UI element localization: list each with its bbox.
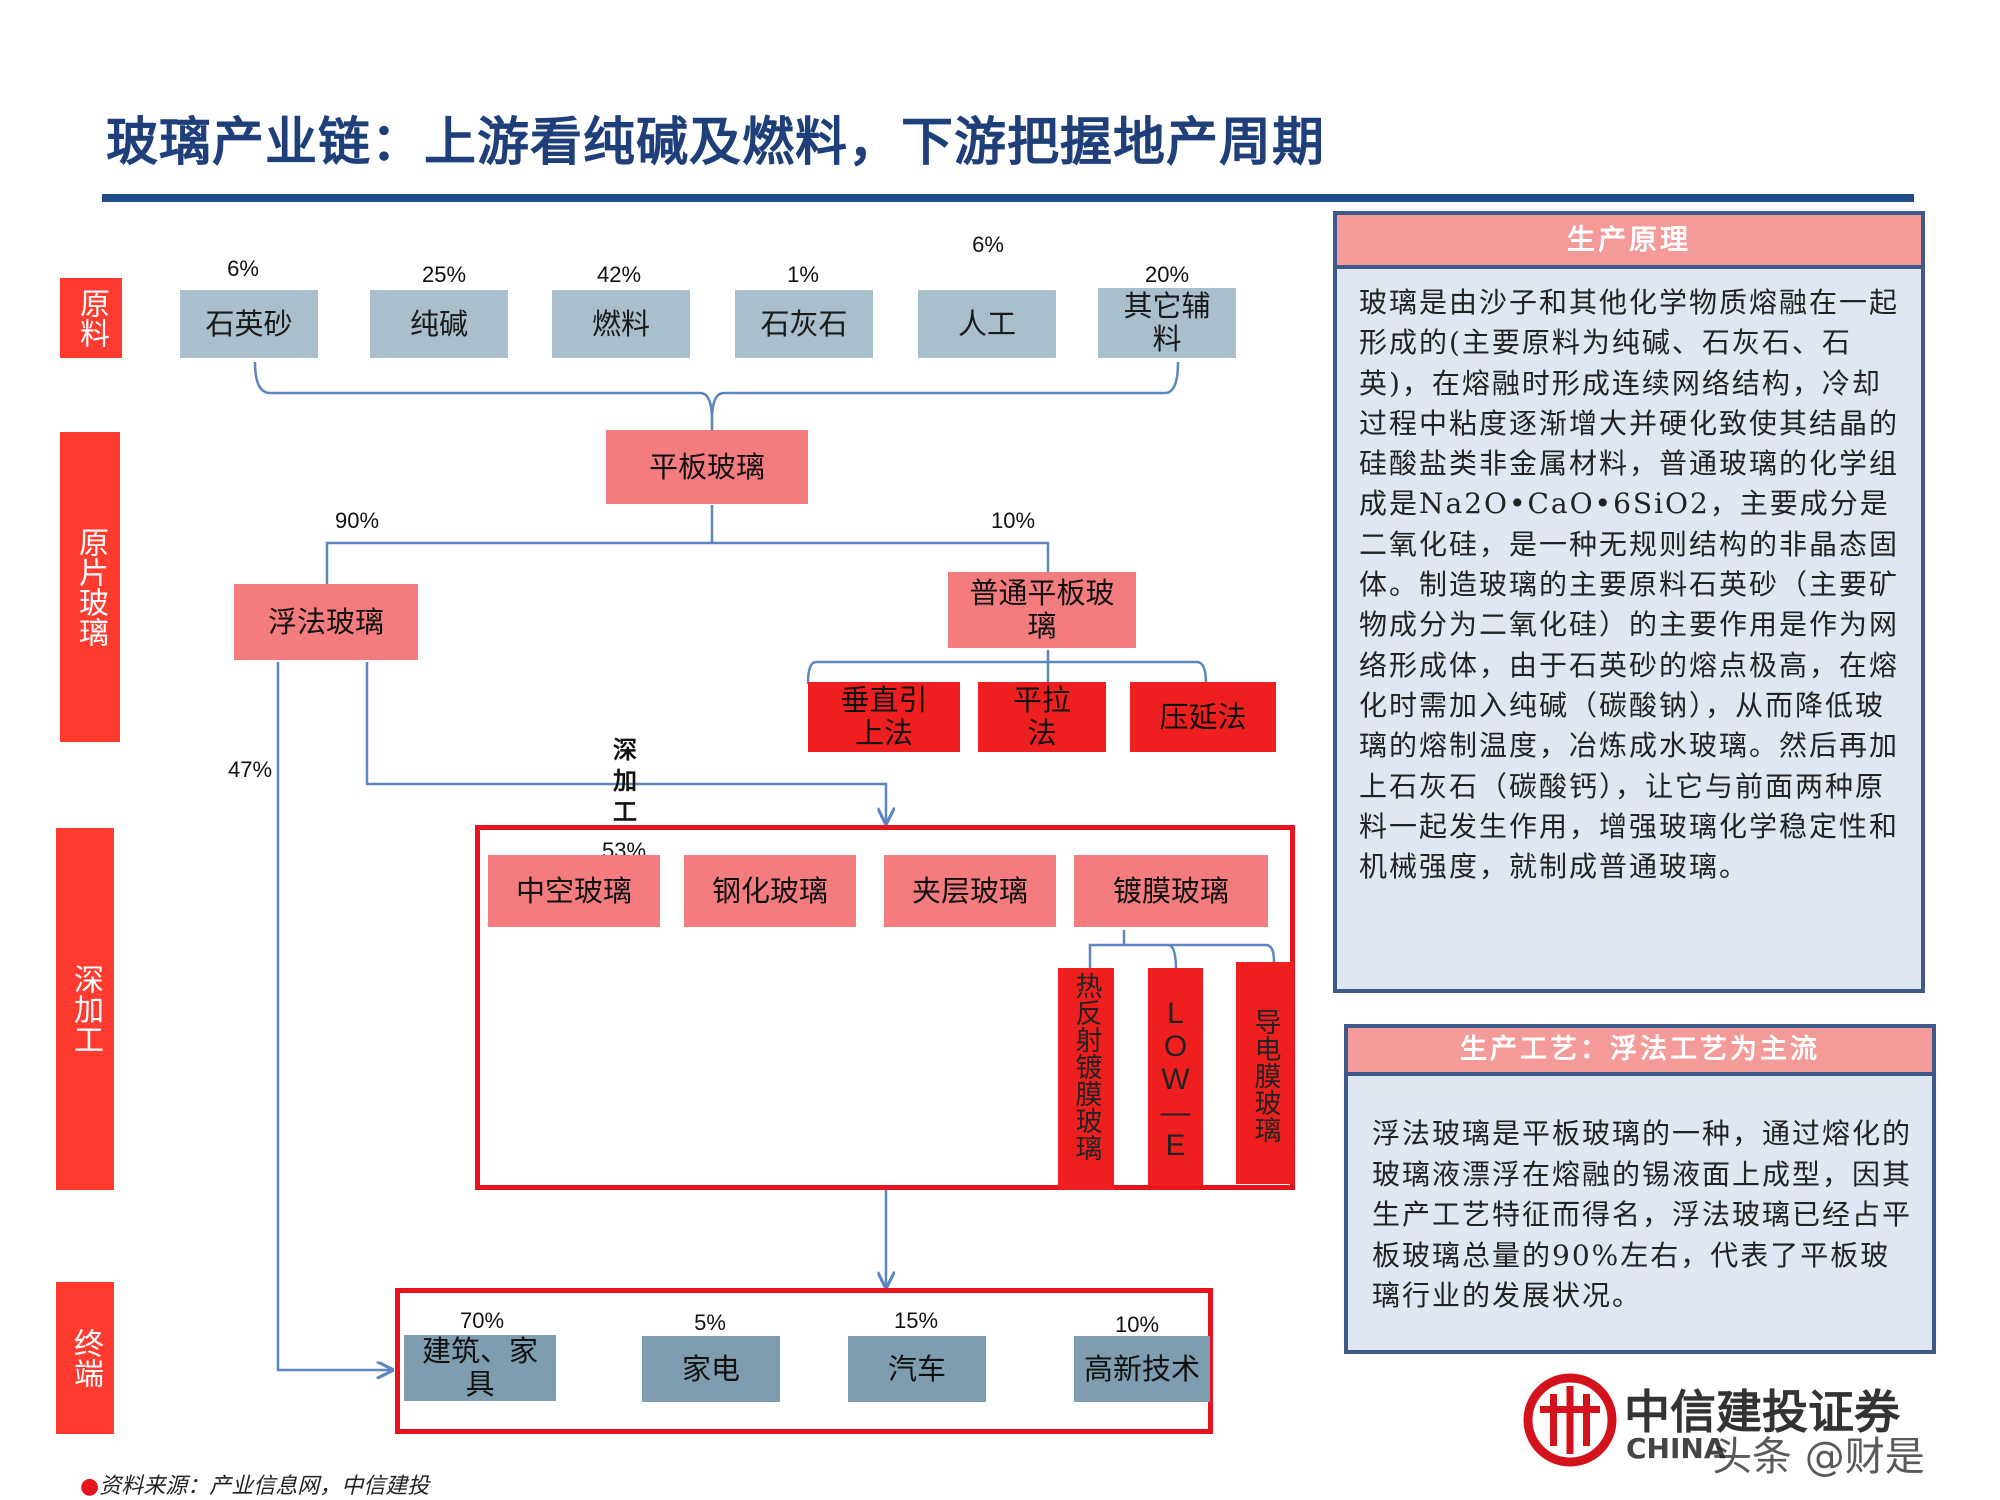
end-use-box: 汽车 (848, 1336, 986, 1402)
process-panel: 生产工艺：浮法工艺为主流 浮法玻璃是平板玻璃的一种，通过熔化的玻璃液漂浮在熔融的… (1344, 1024, 1936, 1354)
ordinary-glass-pct: 10% (990, 508, 1036, 533)
principle-panel-text: 玻璃是由沙子和其他化学物质熔融在一起形成的(主要原料为纯碱、石灰石、石英)，在熔… (1359, 286, 1900, 884)
raw-material-brace (253, 361, 1180, 421)
raw-material-box: 石英砂 (180, 290, 318, 358)
ordinary-flat-glass-box: 普通平板玻璃 (948, 572, 1136, 648)
coated-type-box: LOW—E (1148, 968, 1203, 1186)
raw-material-box: 石灰石 (735, 290, 873, 358)
float-glass-box: 浮法玻璃 (234, 584, 418, 660)
raw-material-box: 其它辅料 (1098, 288, 1236, 358)
end-use-box: 家电 (642, 1336, 780, 1402)
end-use-pct: 5% (694, 1310, 726, 1335)
bullet-icon: ● (80, 1474, 100, 1499)
end-use-box: 高新技术 (1074, 1336, 1210, 1402)
flat-glass-box: 平板玻璃 (606, 430, 808, 504)
coated-type-box: 热反射镀膜玻璃 (1058, 968, 1114, 1190)
watermark: 头条 @财是 (1712, 1434, 1925, 1480)
raw-pct: 6% (227, 256, 259, 281)
stage-end-use: 终端 (56, 1282, 114, 1434)
float-to-deep-line (365, 662, 886, 823)
title-divider (102, 194, 1914, 202)
brand-name-en: CHINA (1626, 1432, 1726, 1465)
raw-pct: 1% (787, 262, 819, 287)
stage-deep-processing: 深加工 (56, 828, 114, 1190)
deep-product-box: 夹层玻璃 (884, 855, 1056, 927)
source-text: 资料来源：产业信息网，中信建投 (99, 1474, 430, 1499)
citic-logo-icon (1523, 1373, 1617, 1467)
coated-type-box: 导电膜玻璃 (1236, 962, 1294, 1184)
source-note: ●资料来源：产业信息网，中信建投 (80, 1468, 429, 1500)
stage-raw-materials: 原料 (60, 278, 122, 358)
process-panel-text: 浮法玻璃是平板玻璃的一种，通过熔化的玻璃液漂浮在熔融的锡液面上成型，因其生产工艺… (1372, 1117, 1913, 1312)
raw-pct: 6% (972, 232, 1004, 257)
principle-panel: 生产原理 玻璃是由沙子和其他化学物质熔融在一起形成的(主要原料为纯碱、石灰石、石… (1333, 211, 1925, 993)
end-use-frame (395, 1288, 1213, 1434)
raw-pct: 42% (596, 262, 642, 287)
method-box: 压延法 (1130, 682, 1276, 752)
deep-product-box: 中空玻璃 (488, 855, 660, 927)
end-use-pct: 15% (893, 1308, 939, 1333)
raw-material-box: 燃料 (552, 290, 690, 358)
end-use-pct: 70% (459, 1308, 505, 1333)
brand-name-cn: 中信建投证券 (1624, 1385, 1900, 1439)
raw-pct: 20% (1144, 262, 1190, 287)
raw-material-box: 纯碱 (370, 290, 508, 358)
page-title: 玻璃产业链：上游看纯碱及燃料，下游把握地产周期 (106, 113, 1326, 173)
end-use-box: 建筑、家具 (404, 1335, 556, 1401)
method-box: 垂直引上法 (808, 682, 960, 752)
process-panel-title: 生产工艺：浮法工艺为主流 (1348, 1028, 1932, 1076)
end-use-pct: 10% (1114, 1312, 1160, 1337)
raw-material-box: 人工 (918, 290, 1056, 358)
deep-product-box: 钢化玻璃 (684, 855, 856, 927)
float-direct-pct: 47% (228, 757, 273, 782)
coated-brace (1088, 930, 1276, 971)
deep-processing-label: 深加工 (613, 736, 637, 826)
ordinary-methods-brace (806, 650, 1208, 685)
float-to-end-line (276, 662, 392, 1370)
float-glass-pct: 90% (334, 508, 380, 533)
raw-pct: 25% (421, 262, 467, 287)
principle-panel-title: 生产原理 (1337, 215, 1921, 269)
flat-glass-split (325, 505, 1050, 588)
deep-product-box: 镀膜玻璃 (1074, 855, 1268, 927)
method-box: 平拉法 (978, 682, 1106, 752)
stage-raw-glass: 原片玻璃 (60, 432, 120, 742)
